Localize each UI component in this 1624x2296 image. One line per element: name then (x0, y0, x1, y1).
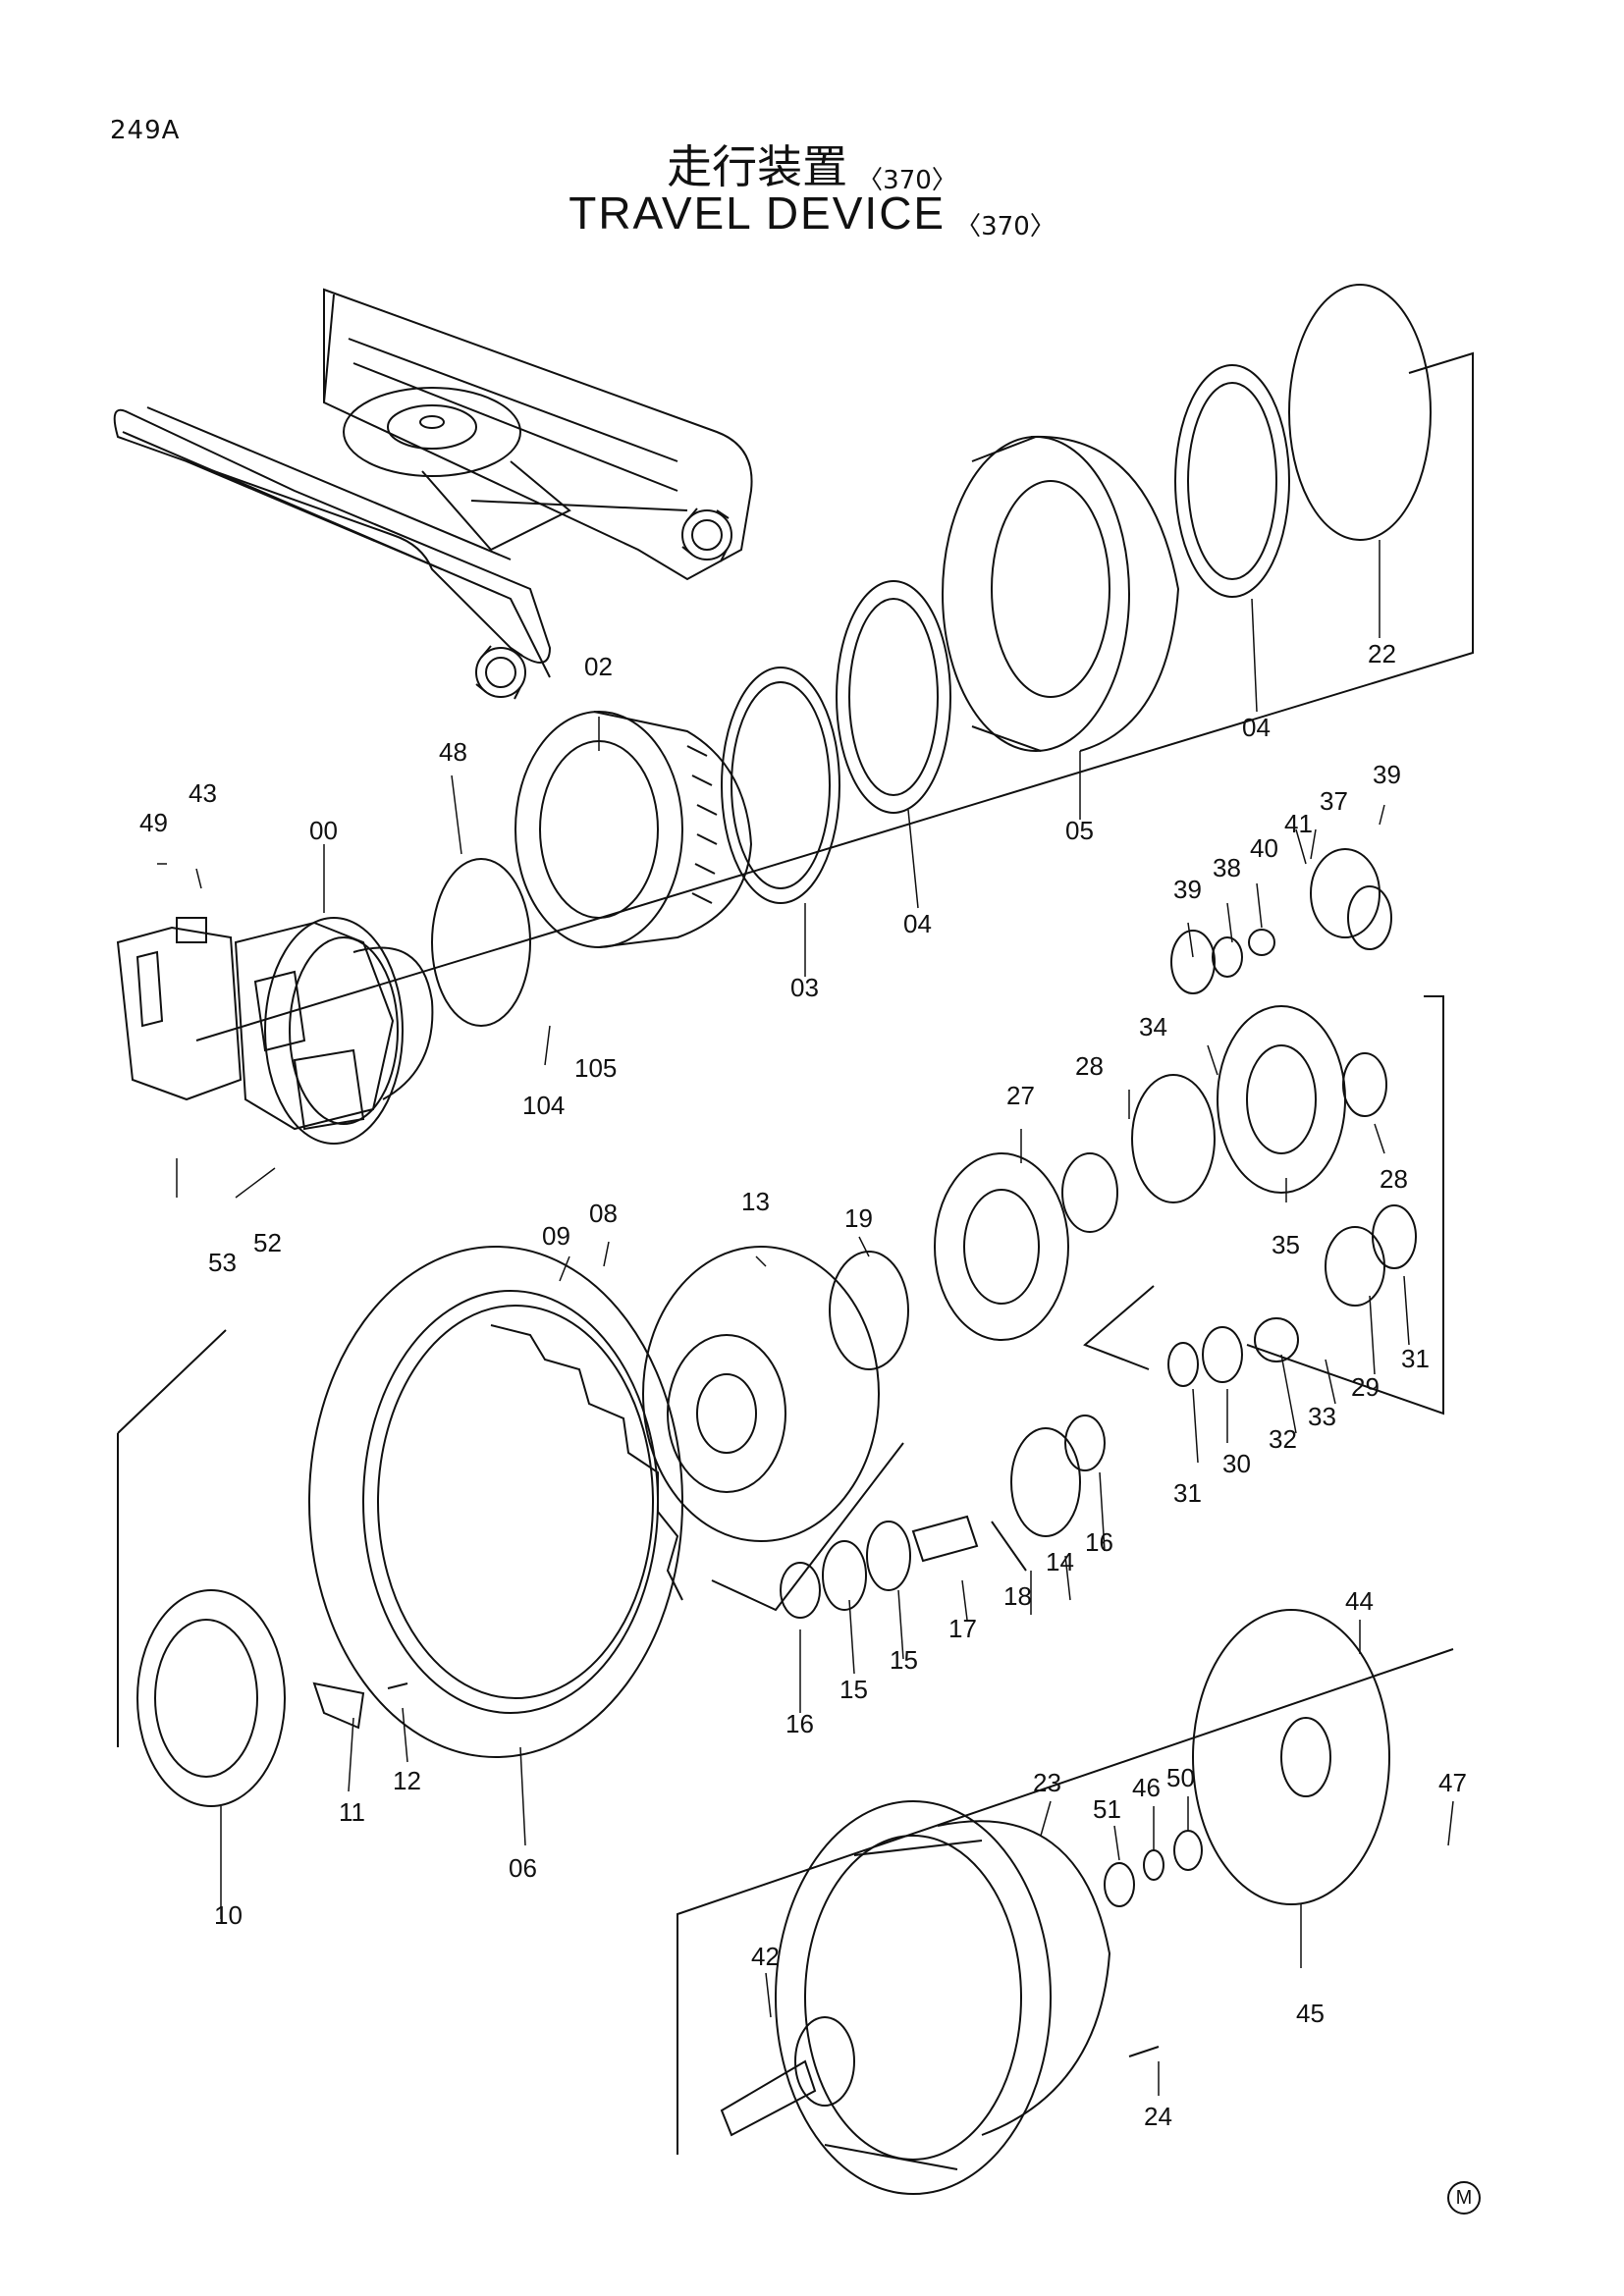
ring-gear-part-23 (775, 1800, 1111, 2195)
callout-32: 32 (1269, 1424, 1297, 1454)
callout-23: 23 (1033, 1768, 1061, 1797)
leader-lines (157, 540, 1454, 2096)
flange-part-02 (514, 711, 753, 948)
bolt-part-12 (387, 1682, 408, 1689)
callout-46: 46 (1132, 1773, 1161, 1802)
manufacturer-mark: M (1447, 2181, 1481, 2215)
floating-seal-part-03 (721, 667, 840, 904)
callout-08: 08 (589, 1199, 618, 1228)
callout-29: 29 (1351, 1372, 1380, 1402)
callout-31a: 31 (1173, 1478, 1202, 1508)
callout-12: 12 (393, 1766, 421, 1795)
callout-104: 104 (522, 1091, 565, 1120)
callout-17: 17 (948, 1614, 977, 1643)
callout-24: 24 (1144, 2102, 1172, 2131)
title-english: TRAVEL DEVICE 〈370〉 (0, 187, 1624, 242)
callout-10: 10 (214, 1900, 243, 1930)
bearing-part-04b (1174, 364, 1290, 598)
title-japanese-text: 走行装置 (667, 140, 848, 193)
callout-13: 13 (741, 1187, 770, 1216)
callout-53: 53 (208, 1248, 237, 1277)
callout-09: 09 (542, 1221, 570, 1251)
page-code: 249A (110, 116, 181, 145)
cover-part-45 (1192, 1609, 1390, 1905)
callout-50: 50 (1166, 1763, 1195, 1792)
callout-105: 105 (574, 1053, 617, 1083)
assembly-frame-upper (195, 351, 1474, 1041)
o-ring-part-48 (431, 858, 531, 1027)
bearing-part-04a (836, 580, 951, 814)
callout-02: 02 (584, 652, 613, 681)
callout-34: 34 (1139, 1012, 1167, 1041)
callout-11: 11 (339, 1797, 365, 1827)
callout-18: 18 (1003, 1581, 1032, 1611)
title-japanese: 走行装置〈370〉 (0, 132, 1624, 196)
callout-52: 52 (253, 1228, 282, 1257)
travel-motor-part-00 (116, 917, 434, 1145)
title-english-text: TRAVEL DEVICE (568, 187, 947, 239)
gear-part-19 (829, 1251, 909, 1370)
model-code-jp: 〈370〉 (857, 166, 957, 195)
callout-15a: 15 (890, 1645, 918, 1675)
callout-04b: 04 (1242, 713, 1271, 742)
callout-42: 42 (751, 1942, 780, 1971)
callout-16b: 16 (785, 1709, 814, 1738)
callout-39a: 39 (1173, 875, 1202, 904)
assembly-frame-middle (117, 995, 1444, 1747)
callout-00: 00 (309, 816, 338, 845)
callout-31b: 31 (1401, 1344, 1430, 1373)
housing-part-05 (942, 435, 1180, 752)
assembly-frame-bottom (677, 1648, 1454, 2155)
plate-part-11 (312, 1682, 365, 1730)
callout-28b: 28 (1380, 1164, 1408, 1194)
callout-37: 37 (1320, 786, 1348, 816)
drive-shaft-part-42 (720, 2016, 855, 2137)
callout-40: 40 (1250, 833, 1278, 863)
callout-38: 38 (1213, 853, 1241, 882)
callout-03: 03 (790, 973, 819, 1002)
callout-39b: 39 (1373, 760, 1401, 789)
assembly-frame-lower (711, 1442, 904, 1612)
track-frame-illustration (113, 288, 753, 700)
ring-gear-part-06 (308, 1246, 683, 1758)
cover-part-22 (1288, 284, 1432, 541)
callout-22: 22 (1368, 639, 1396, 668)
callout-06: 06 (509, 1853, 537, 1883)
flange-part-10 (136, 1589, 286, 1807)
callout-43: 43 (189, 778, 217, 808)
planetary-stage-upper (934, 848, 1417, 1387)
callout-05: 05 (1065, 816, 1094, 845)
callout-28a: 28 (1075, 1051, 1104, 1081)
callout-47: 47 (1438, 1768, 1467, 1797)
callout-51: 51 (1093, 1794, 1121, 1824)
callout-48: 48 (439, 737, 467, 767)
callout-33: 33 (1308, 1402, 1336, 1431)
carrier-part-13 (642, 1246, 880, 1542)
callout-41: 41 (1284, 809, 1313, 838)
callout-35: 35 (1272, 1230, 1300, 1259)
callout-27: 27 (1006, 1081, 1035, 1110)
planetary-stage-lower (780, 1415, 1106, 1619)
callout-30: 30 (1222, 1449, 1251, 1478)
callout-04a: 04 (903, 909, 932, 938)
bolt-part-24 (1128, 2046, 1160, 2057)
callout-45: 45 (1296, 1999, 1325, 2028)
callout-15b: 15 (839, 1675, 868, 1704)
callout-labels: 00 02 03 04 04 05 06 08 09 10 11 12 13 1… (139, 639, 1467, 2131)
callout-16a: 16 (1085, 1527, 1113, 1557)
callout-19: 19 (844, 1203, 873, 1233)
callout-14: 14 (1046, 1547, 1074, 1576)
callout-49: 49 (139, 808, 168, 837)
callout-44: 44 (1345, 1586, 1374, 1616)
model-code-en: 〈370〉 (955, 212, 1056, 241)
